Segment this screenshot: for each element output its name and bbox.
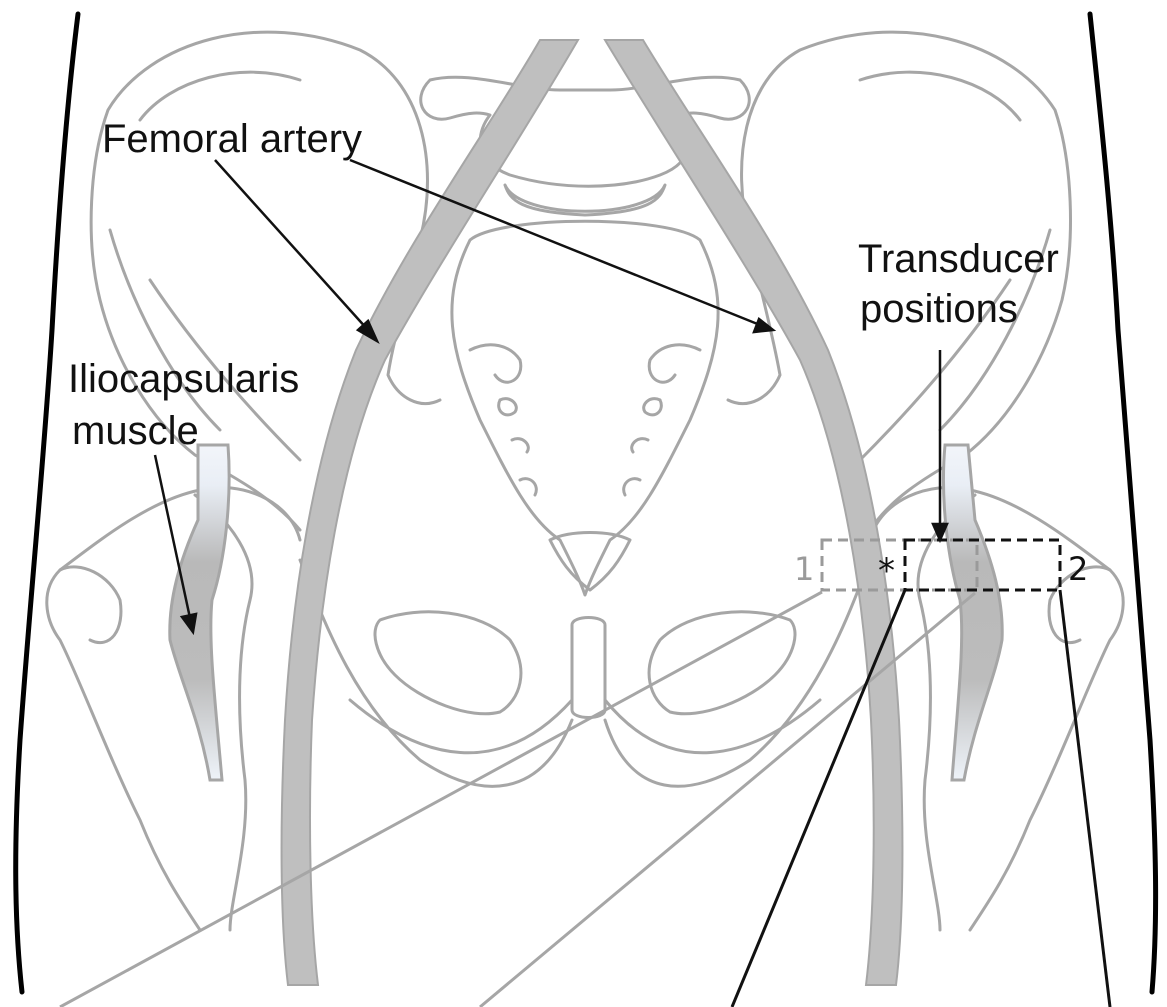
left-greater-trochanter bbox=[60, 567, 121, 643]
left-femur bbox=[47, 487, 300, 930]
femoral-arrow-left bbox=[215, 160, 368, 330]
femoral-arteries bbox=[282, 40, 903, 985]
right-obturator-foramen bbox=[649, 612, 795, 714]
position-2-label: 2 bbox=[1068, 550, 1088, 588]
sacrum bbox=[452, 221, 718, 595]
sacral-foramina bbox=[470, 345, 700, 495]
right-femoral-artery bbox=[605, 40, 902, 985]
transducer-label-line2: positions bbox=[860, 287, 1018, 331]
body-outline-right bbox=[1090, 14, 1156, 992]
transducer-arrowhead bbox=[933, 524, 947, 540]
left-iliac-wing bbox=[91, 32, 440, 530]
lumbar-vertebra-body bbox=[505, 185, 665, 215]
body-outline-left bbox=[16, 14, 78, 992]
femoral-artery-label: Femoral artery bbox=[102, 117, 362, 161]
pubic-symphysis bbox=[572, 618, 605, 718]
transducer-projection-lines bbox=[732, 590, 1110, 1007]
iliocapsularis-label-line2: muscle bbox=[72, 409, 199, 453]
position-1-label: 1 bbox=[794, 550, 814, 588]
left-pubic-ramus bbox=[300, 560, 572, 786]
left-obturator-foramen bbox=[375, 612, 521, 714]
marker-asterisk: * bbox=[878, 551, 895, 591]
right-pubic-ramus bbox=[605, 560, 870, 786]
iliocapsularis-label-line1: Iliocapsularis bbox=[68, 357, 299, 401]
transducer-label-line1: Transducer bbox=[858, 237, 1059, 281]
